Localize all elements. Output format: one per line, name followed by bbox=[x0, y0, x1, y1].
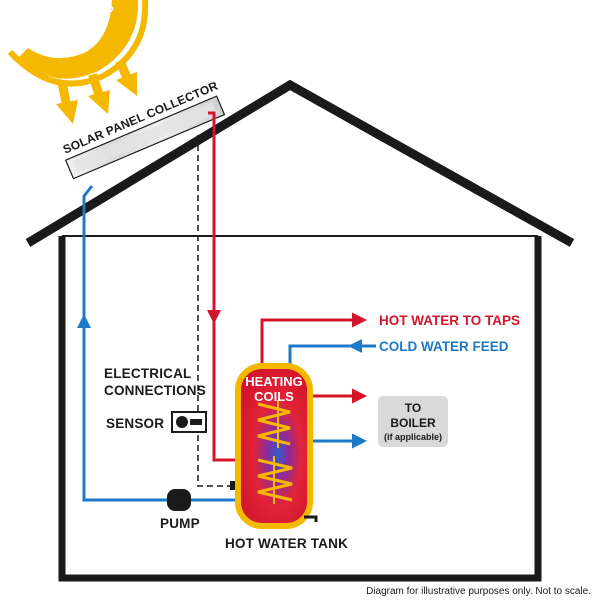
hot-water-taps-label: HOT WATER TO TAPS bbox=[379, 313, 520, 328]
hot-pipe-arrow bbox=[207, 310, 221, 324]
tank-drain-valve bbox=[304, 515, 318, 522]
boiler-label-line2: BOILER bbox=[390, 416, 436, 430]
hot-water-tank: HEATING COILS bbox=[235, 363, 313, 529]
sensor-unit bbox=[171, 411, 207, 433]
cold-pipe-arrow bbox=[77, 314, 91, 328]
cold-water-feed-pipe bbox=[288, 344, 376, 372]
hot-water-taps-pipe bbox=[260, 312, 367, 372]
cold-water-feed-label: COLD WATER FEED bbox=[379, 339, 509, 354]
boiler-label-line1: TO bbox=[405, 401, 421, 415]
solar-panel-collector: SOLAR PANEL COLLECTOR bbox=[61, 79, 226, 180]
heating-coil-upper bbox=[257, 402, 291, 446]
boiler-label-line3: (if applicable) bbox=[384, 432, 442, 442]
cold-flow-pipe bbox=[82, 185, 252, 502]
house-outline bbox=[25, 79, 575, 582]
cold-feed-arrow bbox=[348, 339, 362, 353]
sun-rays-arrows bbox=[56, 59, 137, 124]
boiler-box: TO BOILER (if applicable) bbox=[378, 396, 448, 447]
hot-water-tank-label: HOT WATER TANK bbox=[225, 536, 348, 551]
electrical-label-line2: CONNECTIONS bbox=[104, 383, 206, 398]
pump-icon bbox=[167, 489, 191, 511]
hot-return-pipe bbox=[208, 111, 252, 462]
electrical-label-line1: ELECTRICAL bbox=[104, 366, 192, 381]
footnote: Diagram for illustrative purposes only. … bbox=[366, 586, 591, 597]
boiler-pipes bbox=[310, 388, 367, 449]
pump-label: PUMP bbox=[160, 516, 200, 531]
sun-icon: SUN RAYS bbox=[7, 0, 149, 124]
heating-coils-label-line1: HEATING bbox=[245, 374, 303, 389]
heating-coils-label-line2: COILS bbox=[254, 389, 294, 404]
electrical-connection-line bbox=[197, 135, 232, 487]
sensor-label: SENSOR bbox=[106, 416, 164, 431]
